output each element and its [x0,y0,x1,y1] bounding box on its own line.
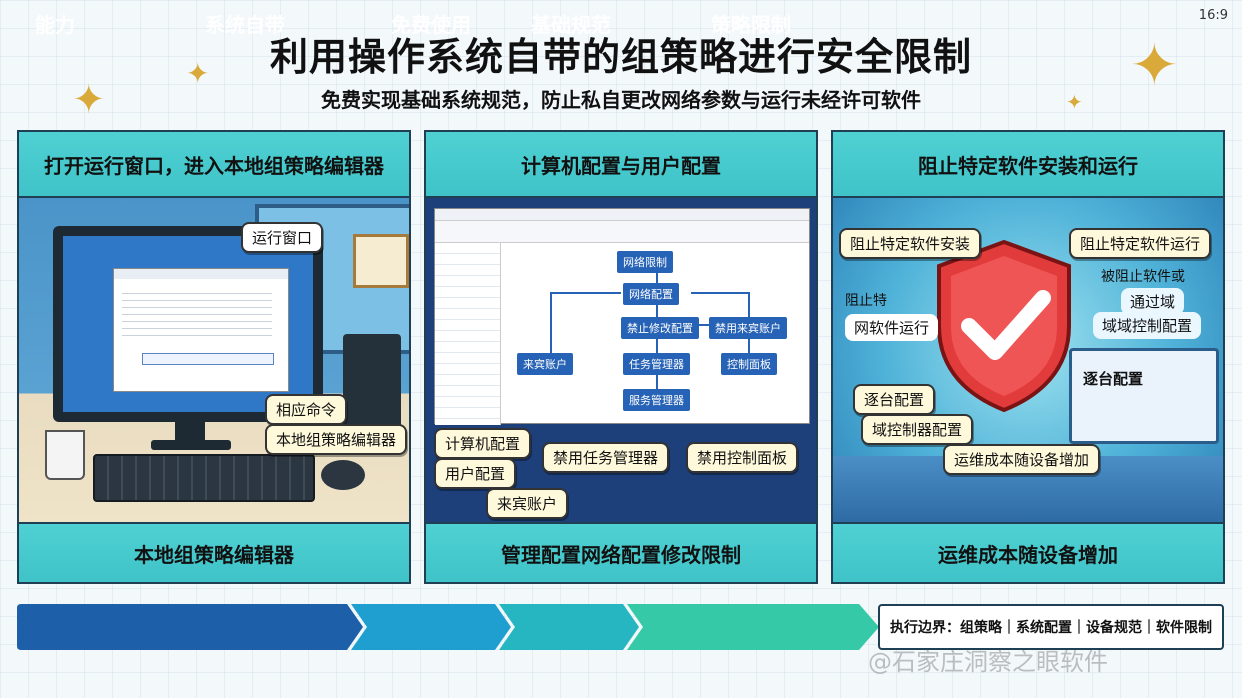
panel-title: 阻止特定软件安装和运行 [833,132,1223,198]
monitor-screen [63,236,313,412]
capability-bar-shape [17,604,879,650]
monitor-base [151,440,231,450]
panel-illustration: 网络限制 网络配置 禁止修改配置 禁用来宾账户 来宾账户 任务管理器 控制面板 … [426,198,816,524]
flow-node: 禁用来宾账户 [709,317,787,339]
label-block-partial: 阻止特 [845,293,887,309]
panel-illustration: 阻止特定软件安装 阻止特定软件运行 被阻止软件或 通过域 域域控制配置 阻止特 … [833,198,1223,524]
monitor [53,226,323,422]
panel-title: 打开运行窗口，进入本地组策略编辑器 [19,132,409,198]
panel-footer: 运维成本随设备增加 [833,522,1223,582]
window-titlebar [435,209,809,221]
panel-footer: 本地组策略编辑器 [19,522,409,582]
label-blocked-software: 被阻止软件或 [1101,269,1185,285]
dialog-lines [122,287,272,341]
pen-cup [45,430,85,480]
callout-disable-control-panel: 禁用控制面板 [686,442,799,473]
callout-user-config: 用户配置 [434,458,517,489]
panel-title: 计算机配置与用户配置 [426,132,816,198]
capability-step: 基础规范 [531,12,611,37]
sparkle-icon: ✦ [1066,90,1083,114]
flow-node: 控制面板 [721,353,777,375]
callout-guest-account: 来宾账户 [486,488,569,519]
capability-step: 免费使用 [391,12,471,37]
monitor-stand [175,422,205,442]
sparkle-icon: ✦ [72,77,106,123]
execution-scope-box: 执行边界：组策略｜系统配置｜设备规范｜软件限制 [878,604,1224,650]
callout-ops-cost: 运维成本随设备增加 [943,444,1101,475]
callout-gpedit: 本地组策略编辑器 [265,424,408,455]
capability-label: 能力 [35,12,75,37]
page-subtitle: 免费实现基础系统规范，防止私自更改网络参数与运行未经许可软件 [321,88,921,112]
shield-check-icon [937,239,1071,413]
mouse [321,460,365,490]
panel-block-software: 阻止特定软件安装和运行 阻止特定软件安装 阻止特定软件运行 被阻止软件或 通过域… [831,130,1225,584]
capability-step: 系统自带 [205,12,285,37]
sparkle-icon: ✦ [186,57,210,90]
page-title: 利用操作系统自带的组策略进行安全限制 [269,35,972,79]
callout-per-device-config: 逐台配置 [853,384,936,415]
run-dialog [113,268,289,392]
aspect-ratio-label: 16:9 [1198,8,1228,23]
callout-computer-config: 计算机配置 [434,428,532,459]
flow-node: 网络配置 [623,283,679,305]
command-input[interactable] [142,353,274,365]
callout-via-domain: 通过域 [1121,288,1185,315]
panel-footer: 管理配置网络配置修改限制 [426,522,816,582]
panel-group-policy-editor: 打开运行窗口，进入本地组策略编辑器 运行窗口 相应命令 本地组策略编辑器 [17,130,411,584]
flow-node: 任务管理器 [623,353,690,375]
flow-node: 网络限制 [617,251,673,273]
capability-step: 策略限制 [711,12,791,37]
window-toolbar [435,221,809,243]
watermark: @石家庄洞察之眼软件 [868,648,1108,676]
flow-node: 禁止修改配置 [621,317,699,339]
dialog-titlebar [114,269,288,279]
flow-node: 来宾账户 [517,353,573,375]
document-stack [1069,348,1219,444]
callout-run-window: 运行窗口 [241,222,324,253]
app-window: 网络限制 网络配置 禁止修改配置 禁用来宾账户 来宾账户 任务管理器 控制面板 … [434,208,810,425]
callout-network-software: 网软件运行 [845,314,939,341]
flow-node: 服务管理器 [623,389,690,411]
callout-domain-controller: 域域控制配置 [1093,312,1202,339]
tree-pane [435,243,501,425]
certificate-frame [353,234,409,288]
keyboard [93,454,315,502]
sparkle-icon: ✦ [1130,31,1179,99]
callout-disable-taskmgr: 禁用任务管理器 [542,442,670,473]
panel-computer-user-config: 计算机配置与用户配置 网络限制 网络配置 禁止修改配 [424,130,818,584]
callout-block-run: 阻止特定软件运行 [1069,228,1212,259]
callout-command: 相应命令 [265,394,348,425]
panel-illustration: 运行窗口 相应命令 本地组策略编辑器 [19,198,409,524]
callout-block-install: 阻止特定软件安装 [839,228,982,259]
callout-dc-config: 域控制器配置 [861,414,974,445]
label-per-device-doc: 逐台配置 [1083,370,1144,388]
